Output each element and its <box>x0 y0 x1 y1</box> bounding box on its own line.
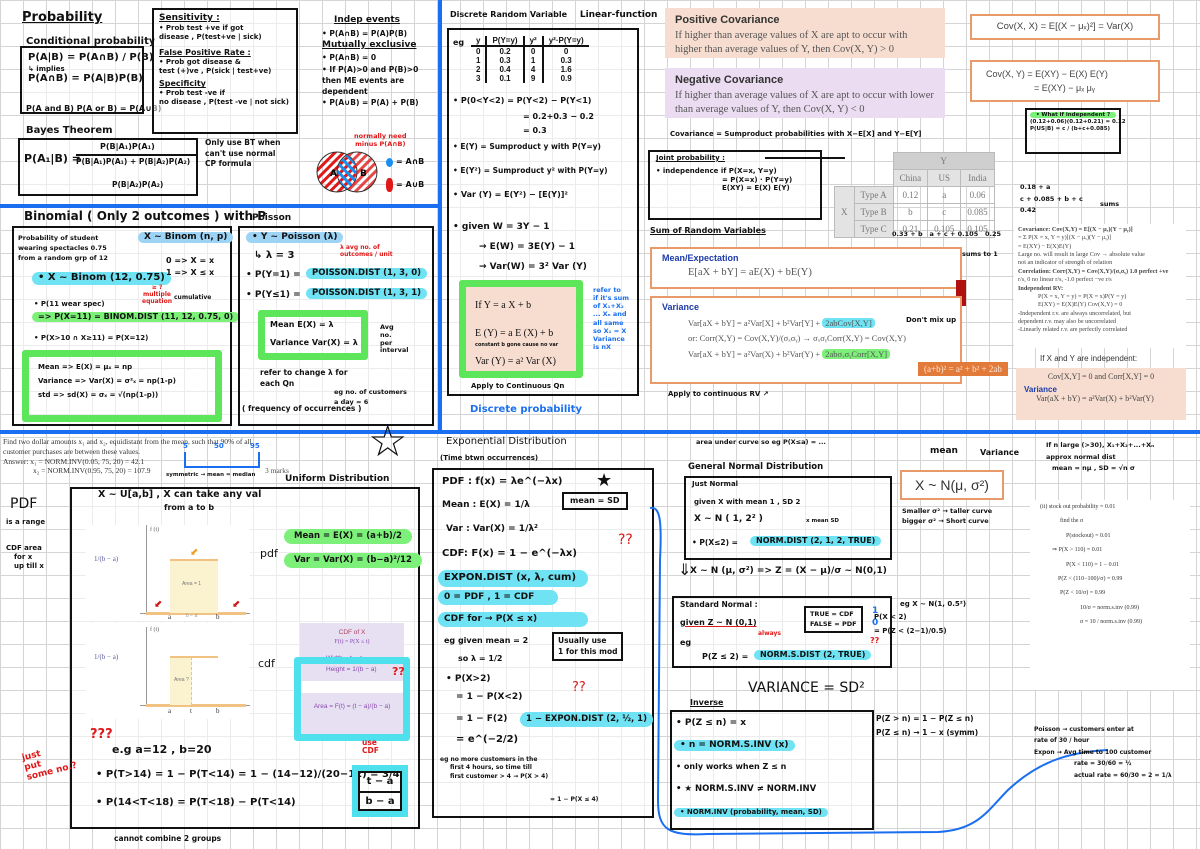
red-tab <box>956 280 966 306</box>
sum-of-rv-title: Sum of Random Variables <box>650 226 766 235</box>
legend-and-swatch <box>386 158 393 167</box>
bayes-fraction-bar <box>76 154 196 156</box>
star-icon: ★ <box>596 470 613 490</box>
binomial-dist-pill: => P(X=11) = BINOM.DIST (11, 12, 0.75, 0… <box>32 312 240 322</box>
red-arrow-icon: ⬋ <box>154 599 163 610</box>
conditional-formula-1: P(A|B) = P(A∩B) / P(B) <box>28 52 154 63</box>
sensitivity-box: Sensitivity : • Prob test +ve if got dis… <box>152 8 298 134</box>
clt-note: If n large (>30), X₁+X₂+...+Xₙ approx no… <box>1046 441 1155 473</box>
mutually-exclusive-red-note: normally need minus P(A∩B) <box>354 132 407 149</box>
bayes-lhs: P(A₁|B) = <box>24 152 81 165</box>
uniform-title: Uniform Distribution <box>285 474 390 484</box>
discrete-title: Discrete Random Variable Linear-function <box>450 10 658 20</box>
independence-check-box: • What if independent ? (0.12+0.06)(0.12… <box>1025 108 1126 154</box>
binomial-notation-pill: X ~ Binom (n, p) <box>138 232 234 244</box>
poisson-pmf-pill: POISSON.DIST (1, 3, 0) <box>306 268 428 279</box>
binomial-box: Probability of student wearing spectacle… <box>12 226 240 426</box>
uniform-pdf-graph: f (t) 1/(b − a) Area = 1 a b − a b ⬋ ⬋ ⬋ <box>86 525 250 621</box>
normal-notation-card: X ~ N(μ, σ²) <box>900 470 1004 500</box>
variance-equals-sd-squared: VARIANCE = SD² <box>748 680 865 696</box>
cov-xx-card: Cov(X, X) = E[(X − μₓ)²] = Var(X) <box>970 14 1160 40</box>
mean-expectation-card: Mean/Expectation E[aX + bY] = aE(X) + bE… <box>650 247 962 289</box>
binomial-moments-frame <box>22 350 222 422</box>
bayes-box: P(A₁|B) = P(B|A₁)P(A₁) P(B|A₁)P(A₁) + P(… <box>18 138 198 196</box>
independent-card: Cov[X,Y] = 0 and Corr[X,Y] = 0 Variance … <box>1016 368 1186 420</box>
red-arrow-icon-2: ⬋ <box>232 599 241 610</box>
worked-example: (ii) stock out probability = 0.01 find t… <box>1030 500 1190 690</box>
legend-or-swatch <box>386 178 393 192</box>
star-doodle-icon: ☆ <box>368 417 408 466</box>
conditional-formula-2: P(A∩B) = P(A|B)P(B) <box>28 73 143 85</box>
table-column-totals: 0.33 + b a + c + 0.105 0.25 <box>892 230 1002 238</box>
poisson-cdf-pill: POISSON.DIST (1, 3, 1) <box>306 288 428 299</box>
expansion-badge: (a+b)² = a² + b² + 2ab <box>918 362 1008 376</box>
normal-general-box: Just Normal given X with mean 1 , SD 2 X… <box>684 476 892 560</box>
linear-function-frame <box>459 280 583 378</box>
bayes-numerator: P(B|A₁)P(A₁) <box>100 142 155 151</box>
row-sums: 0.18 + a c + 0.085 + b + c 0.42 <box>1020 183 1083 215</box>
bayes-denominator: P(B|A₁)P(A₁) + P(B|A₂)P(A₂) <box>76 157 191 166</box>
normal-title: General Normal Distribution <box>688 462 824 472</box>
covariance-summary: Covariance: Cov(X,Y) = E[(X − μₓ)(Y − μᵧ… <box>1014 224 1186 348</box>
bayes-heading: Bayes Theorem <box>26 125 113 136</box>
cov-xy-card: Cov(X, Y) = E(XY) − E(X) E(Y) = E(XY) − … <box>970 60 1160 102</box>
binomial-title: Binomial ( Only 2 outcomes ) with P <box>24 209 267 223</box>
binomial-red-note: ≥ ? multiple equation <box>142 284 173 306</box>
discrete-footer: Discrete probability <box>470 404 582 415</box>
inverse-box: • P(Z ≤ n) = x • n = NORM.S.INV (x) • on… <box>670 710 874 830</box>
down-arrow-icon: ⇓ <box>678 562 692 579</box>
poisson-title: Poisson <box>252 213 292 223</box>
legend-and-label: = A∩B <box>396 157 425 166</box>
poisson-box: • Y ~ Poisson (λ) ↳ λ = 3 λ avg no. of o… <box>238 226 434 426</box>
venn-diagram-icon: A B <box>316 151 378 193</box>
bayes-below: P(B|A₂)P(A₂) <box>112 180 164 189</box>
probability-title: Probability <box>22 10 103 25</box>
legend-or-label: = A∪B <box>396 180 425 189</box>
svg-text:B: B <box>360 169 367 179</box>
covariance-handwritten: Covariance = Sumproduct probabilities wi… <box>670 130 922 138</box>
cdf-highlight-frame <box>294 657 410 741</box>
conditional-implies: ↳ implies <box>28 64 65 73</box>
section-divider-top <box>0 204 440 208</box>
poisson-moments-frame <box>258 310 368 360</box>
uniform-cdf-graph: f (t) 1/(b − a) Area ? a t b <box>86 623 250 719</box>
percentile-bracket: 5 50 95 <box>183 442 260 468</box>
uniform-box: X ~ U[a,b] , X can take any val from a t… <box>70 487 422 829</box>
section-divider-vertical <box>438 0 442 434</box>
independent-events-section: Indep events • P(A∩B) = P(A)P(B) Mutuall… <box>322 15 419 108</box>
orange-arrow-icon: ⬋ <box>190 547 199 558</box>
standard-normal-box: Standard Normal : given Z ~ N (0,1) alwa… <box>672 596 892 668</box>
section-divider-middle <box>0 430 1200 434</box>
conditional-box: P(A|B) = P(A∩B) / P(B) ↳ implies P(A∩B) … <box>20 46 154 114</box>
positive-covariance-card: Positive Covariance If higher than avera… <box>665 8 945 58</box>
independent-title: If X and Y are independent: <box>1040 354 1138 363</box>
negative-covariance-card: Negative Covariance If higher than avera… <box>665 68 945 118</box>
question-text: Find two dollar amounts x₁ and x₂, equid… <box>3 437 252 476</box>
exponential-box: PDF : f(x) = λe^(−λx) Mean : E(X) = 1/λ … <box>432 468 654 818</box>
conditional-note: P(A and B) P(A or B) = P(A∪B) <box>26 104 162 113</box>
variance-card: Variance Var[aX + bY] = a²Var[X] + b²Var… <box>650 296 962 384</box>
joint-probability-box: Joint probability : • independence if P(… <box>648 150 822 220</box>
conditional-heading: Conditional probability <box>26 36 156 47</box>
bayes-side-note: Only use BT when can't use normal CP for… <box>205 138 281 168</box>
cdf-fraction-box: t − a b − a <box>352 765 408 817</box>
blue-connector-curve <box>649 506 1109 836</box>
normal-side-example: eg X ~ N(1, 0.5²) P(X < 2) = P(Z < (2−1)… <box>874 600 967 635</box>
poisson-expon-note: Poisson → customers enter at rate of 30 … <box>1034 726 1172 779</box>
exponential-title: Exponential Distribution <box>446 436 567 447</box>
svg-text:A: A <box>330 169 337 179</box>
binomial-example-pill: • X ~ Binom (12, 0.75) <box>32 272 171 285</box>
arrow-to-table <box>765 157 845 159</box>
